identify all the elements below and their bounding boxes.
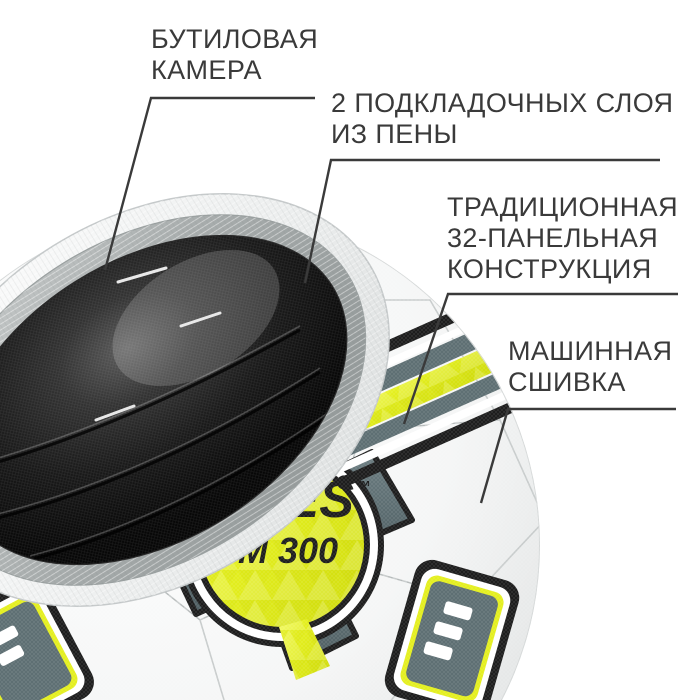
callout-butyl-bladder: БУТИЛОВАЯ КАМЕРА <box>151 24 319 85</box>
leader-line-panel-construction <box>402 292 678 425</box>
callout-two-foam-backing-layers: 2 ПОДКЛАДОЧНЫХ СЛОЯ ИЗ ПЕНЫ <box>331 88 674 149</box>
bladder-specular-highlight <box>112 249 280 387</box>
leader-line-butyl-bladder <box>103 96 315 271</box>
leader-line-foam-layers <box>303 158 660 284</box>
callout-traditional-32-panel-construction: ТРАДИЦИОННАЯ 32-ПАНЕЛЬНАЯ КОНСТРУКЦИЯ <box>447 192 678 284</box>
callout-machine-stitching: МАШИННАЯ СШИВКА <box>508 336 673 397</box>
bladder-seam-ticks <box>94 266 222 422</box>
bladder-grain <box>0 235 347 565</box>
bladder-detail <box>0 235 347 587</box>
cutaway-layers <box>0 193 390 607</box>
bladder-mold-highlights <box>0 325 336 557</box>
leader-line-machine-stitching <box>479 407 676 504</box>
bladder-edge <box>0 234 348 566</box>
